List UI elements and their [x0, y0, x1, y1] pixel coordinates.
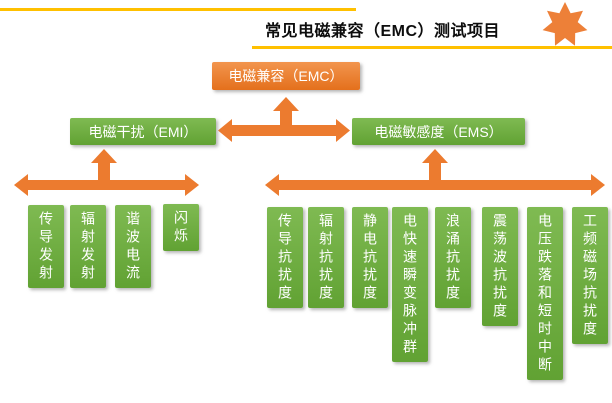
node-surge-immunity: 浪涌抗扰度 [435, 207, 471, 308]
node-ems: 电磁敏感度（EMS） [352, 118, 525, 145]
top-rule [0, 8, 356, 11]
node-emi-label: 电磁干扰（EMI） [88, 123, 198, 140]
node-power-frequency-magnetic-immunity: 工频磁场抗扰度 [572, 207, 608, 344]
node-conducted-immunity: 传导抗扰度 [267, 207, 303, 308]
star-icon [542, 2, 588, 46]
node-flicker: 闪烁 [163, 204, 199, 251]
node-conducted-emission: 传导发射 [28, 205, 64, 288]
node-emc-root: 电磁兼容（EMC） [212, 62, 360, 90]
ems-items-connector [265, 149, 605, 196]
node-oscillatory-wave-immunity: 震荡波抗扰度 [482, 207, 518, 326]
emc-branch-connector [218, 97, 350, 142]
page-title: 常见电磁兼容（EMC）测试项目 [264, 23, 501, 40]
node-emi: 电磁干扰（EMI） [70, 118, 216, 145]
node-esd-immunity: 静电抗扰度 [352, 207, 388, 308]
node-ems-label: 电磁敏感度（EMS） [374, 123, 503, 140]
node-harmonic-current: 谐波电流 [115, 205, 151, 288]
node-voltage-dip-interruption: 电压跌落和短时中断 [527, 207, 563, 380]
title-underline [252, 46, 612, 49]
node-emc-label: 电磁兼容（EMC） [228, 68, 344, 84]
node-eft-burst-immunity: 电快速瞬变脉冲群 [392, 207, 428, 362]
node-radiated-emission: 辐射发射 [70, 205, 106, 288]
node-radiated-immunity: 辐射抗扰度 [308, 207, 344, 308]
emi-items-connector [14, 149, 199, 196]
